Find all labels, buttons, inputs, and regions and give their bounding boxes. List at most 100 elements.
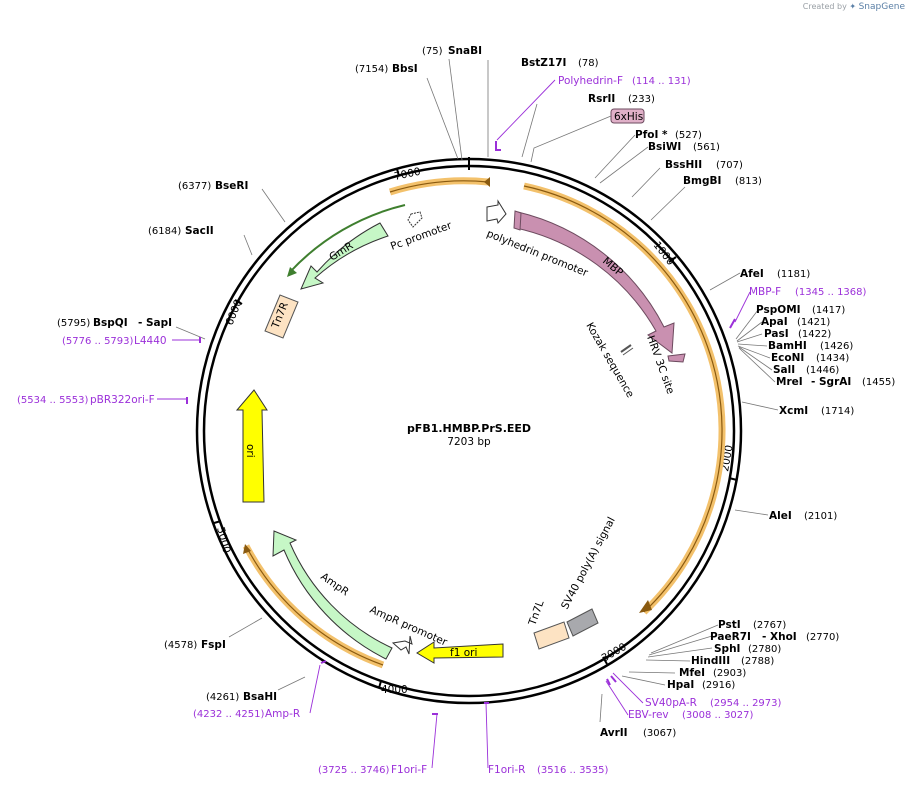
site-pos-bstz17i: (78) (578, 58, 599, 69)
tick-label-4000: 4000 (381, 684, 408, 696)
site-name-hpai: HpaI (667, 679, 694, 691)
site-pos-mrei: (1455) (862, 377, 895, 388)
site-name-pspomi: PspOMI (756, 304, 801, 316)
site-name-sapi-dash: - (138, 317, 142, 329)
site-pos-econi: (1434) (816, 353, 849, 364)
primer-range-f1ori-f: (3725 .. 3746) (318, 765, 390, 776)
site-name-rsrii: RsrII (588, 93, 615, 105)
primer-name-ebv-rev: EBV-rev (628, 709, 669, 721)
primer-name-amp-r: Amp-R (265, 708, 300, 720)
site-name-mfei: MfeI (679, 667, 705, 679)
site-name-bseri: BseRI (215, 180, 248, 192)
ampr-label: AmpR (318, 571, 351, 599)
site-name-fspi: FspI (201, 639, 226, 651)
site-name-bsahi: BsaHI (243, 691, 277, 703)
orange-feature-arcs (242, 177, 726, 669)
site-pos-avrii: (3067) (643, 728, 676, 739)
gmr-label: GmR (327, 240, 355, 264)
sv40-polya-feature[interactable]: SV40 poly(A) signal (559, 515, 618, 637)
site-name-bamhi: BamHI (768, 340, 807, 352)
site-name-pasi: PasI (764, 328, 789, 340)
kozak-sequence-label: Kozak sequence (583, 321, 636, 400)
primer-range-f1ori-r: (3516 .. 3535) (537, 765, 609, 776)
primer-range-sv40pa-r: (2954 .. 2973) (710, 698, 782, 709)
site-name-afei: AfeI (740, 268, 764, 280)
site-name-sapi: SapI (146, 317, 172, 329)
primer-name-f1ori-r: F1ori-R (488, 764, 525, 776)
primer-name-f1ori-f: F1ori-F (391, 764, 427, 776)
gmr-feature[interactable]: GmR (300, 222, 389, 290)
primer-range-polyhedrin-f: (114 .. 131) (632, 76, 691, 87)
primer-name-pbr322ori-f: pBR322ori-F (90, 394, 155, 406)
plasmid-name: pFB1.HMBP.PrS.EED (407, 422, 531, 435)
6xhis-label: 6xHis (614, 111, 643, 123)
gmr-outer-arc (289, 204, 406, 273)
site-pos-hindiii: (2788) (741, 656, 774, 667)
site-pos-sacii: (6184) (148, 226, 181, 237)
site-pos-fspi: (4578) (164, 640, 197, 651)
site-name-sphi: SphI (714, 643, 740, 655)
site-name-econi: EcoNI (771, 352, 804, 364)
primer-connectors (157, 79, 751, 769)
site-name-bspqi: BspQI (93, 317, 128, 329)
sv40-polya-label: SV40 poly(A) signal (559, 515, 618, 611)
site-pos-bseri: (6377) (178, 181, 211, 192)
site-pos-xcmi: (1714) (821, 406, 854, 417)
site-pos-pasi: (1422) (798, 329, 831, 340)
site-pos-pspomi: (1417) (812, 305, 845, 316)
site-pos-rsrii: (233) (628, 94, 655, 105)
orange-arrowhead-icon (639, 600, 652, 613)
f1-ori-label: f1 ori (450, 647, 477, 659)
ori-feature[interactable]: ori (235, 389, 268, 503)
primer-name-polyhedrin-f: Polyhedrin-F (558, 75, 623, 87)
credit-prefix: Created by (802, 2, 847, 11)
site-name-bsiwi: BsiWI (648, 141, 681, 153)
credit-brand: SnapGene (858, 2, 905, 12)
site-name-xhoi-dash: - (762, 631, 766, 643)
primer-marks (186, 141, 736, 715)
site-pos-afei: (1181) (777, 269, 810, 280)
site-name-xcmi: XcmI (779, 405, 808, 417)
tn7l-label: Tn7L (526, 599, 546, 628)
hrv-3c-site-feature[interactable] (667, 353, 686, 363)
6xhis-badge[interactable]: 6xHis (610, 108, 645, 124)
kozak-feature (620, 344, 634, 356)
site-pos-apai: (1421) (797, 317, 830, 328)
site-pos-bspqi: (5795) (57, 318, 90, 329)
tick-label-5000: 5000 (214, 526, 233, 555)
primer-range-mbp-f: (1345 .. 1368) (795, 287, 867, 298)
site-name-sgrai: SgrAI (819, 376, 851, 388)
site-pos-bmgbi: (813) (735, 176, 762, 187)
site-name-sacii: SacII (185, 225, 214, 237)
site-pos-psti: (2767) (753, 620, 786, 631)
site-pos-bsshii: (707) (716, 160, 743, 171)
site-name-apai: ApaI (761, 316, 788, 328)
site-name-pfoi: PfoI * (635, 129, 668, 141)
primer-name-mbp-f: MBP-F (749, 286, 781, 298)
tick-label-7000: 7000 (393, 166, 422, 183)
polyhedrin-promoter-feature[interactable] (486, 199, 507, 225)
6xhis-feature[interactable] (513, 210, 522, 231)
site-pos-paer7i: (2770) (806, 632, 839, 643)
site-name-snabi: SnaBI (448, 45, 482, 57)
site-name-bstz17i: BstZ17I (521, 57, 566, 69)
f1-ori-feature[interactable]: f1 ori (416, 641, 504, 664)
snapgene-logo-icon: ✦ (849, 2, 857, 11)
site-pos-hpai: (2916) (702, 680, 735, 691)
site-pos-sphi: (2780) (748, 644, 781, 655)
site-name-hindiii: HindIII (691, 655, 730, 667)
site-name-sali: SalI (773, 364, 795, 376)
site-pos-mfei: (2903) (713, 668, 746, 679)
primer-labels: Polyhedrin-F (114 .. 131) MBP-F (1345 ..… (17, 75, 867, 776)
site-name-bbsi: BbsI (392, 63, 418, 75)
primer-range-amp-r: (4232 .. 4251) (193, 709, 265, 720)
site-pos-bsahi: (4261) (206, 692, 239, 703)
ori-label: ori (244, 444, 256, 458)
tn7r-feature[interactable]: Tn7R (264, 294, 299, 339)
site-pos-bsiwi: (561) (693, 142, 720, 153)
site-pos-alei: (2101) (804, 511, 837, 522)
site-pos-sali: (1446) (806, 365, 839, 376)
primer-range-ebv-rev: (3008 .. 3027) (682, 710, 754, 721)
pc-promoter-feature[interactable]: Pc promoter (389, 211, 454, 253)
